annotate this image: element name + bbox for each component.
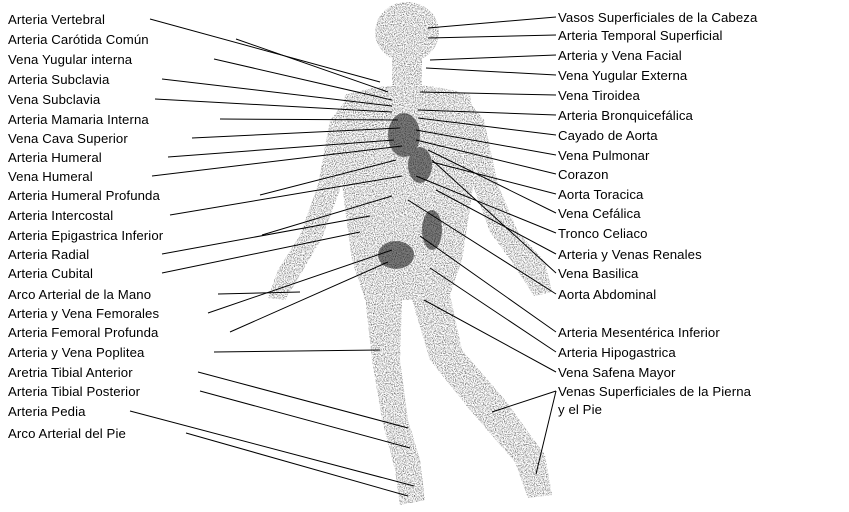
- label-vasos-superficiales-cabeza: Vasos Superficiales de la Cabeza: [558, 10, 757, 25]
- label-vena-pulmonar: Vena Pulmonar: [558, 148, 649, 163]
- label-arco-arterial-pie: Arco Arterial del Pie: [8, 426, 126, 441]
- label-cayado-aorta: Cayado de Aorta: [558, 128, 658, 143]
- label-arco-arterial-mano: Arco Arterial de la Mano: [8, 287, 151, 302]
- label-arteria-epigastrica-inferior: Arteria Epigastrica Inferior: [8, 228, 163, 243]
- leader-line: [162, 232, 360, 273]
- label-arteria-cubital: Arteria Cubital: [8, 266, 93, 281]
- label-vena-subclavia: Vena Subclavia: [8, 92, 100, 107]
- label-tronco-celiaco: Tronco Celiaco: [558, 226, 648, 241]
- label-arteria-bronquicefalica: Arteria Bronquicefálica: [558, 108, 693, 123]
- leader-line: [200, 391, 410, 448]
- label-corazon: Corazon: [558, 167, 609, 182]
- leader-line: [428, 35, 556, 38]
- label-vena-tiroidea: Vena Tiroidea: [558, 88, 640, 103]
- label-arteria-venas-renales: Arteria y Venas Renales: [558, 247, 702, 262]
- leader-line: [236, 39, 388, 92]
- leader-line: [214, 59, 392, 100]
- label-arteria-tibial-anterior: Aretria Tibial Anterior: [8, 365, 133, 380]
- label-vena-cefalica: Vena Cefálica: [558, 206, 641, 221]
- label-vena-basilica: Vena Basilica: [558, 266, 638, 281]
- leader-line: [430, 55, 556, 60]
- label-arteria-temporal-superficial: Arteria Temporal Superficial: [558, 28, 723, 43]
- leader-line: [162, 216, 370, 254]
- label-arteria-hipogastrica: Arteria Hipogastrica: [558, 345, 676, 360]
- label-arteria-humeral: Arteria Humeral: [8, 150, 102, 165]
- label-vena-cava-superior: Vena Cava Superior: [8, 131, 128, 146]
- label-arteria-vena-facial: Arteria y Vena Facial: [558, 48, 682, 63]
- label-vena-humeral: Vena Humeral: [8, 169, 93, 184]
- label-arteria-femoral-profunda: Arteria Femoral Profunda: [8, 325, 158, 340]
- label-arteria-radial: Arteria Radial: [8, 247, 89, 262]
- label-arteria-vena-femorales: Arteria y Vena Femorales: [8, 306, 159, 321]
- label-vena-safena-mayor: Vena Safena Mayor: [558, 365, 676, 380]
- label-arteria-pedia: Arteria Pedia: [8, 404, 86, 419]
- leader-line: [426, 68, 556, 75]
- label-arteria-vertebral: Arteria Vertebral: [8, 12, 105, 27]
- leader-line: [214, 350, 380, 352]
- label-vena-yugular-interna: Vena Yugular interna: [8, 52, 132, 67]
- label-arteria-subclavia: Arteria Subclavia: [8, 72, 109, 87]
- label-arteria-carotida-comun: Arteria Carótida Común: [8, 32, 149, 47]
- leader-line: [130, 411, 414, 486]
- label-arteria-mesenterica-inferior: Arteria Mesentérica Inferior: [558, 325, 720, 340]
- label-aorta-abdominal: Aorta Abdominal: [558, 287, 656, 302]
- label-aorta-toracica: Aorta Toracica: [558, 187, 643, 202]
- label-venas-superficiales-pierna: Venas Superficiales de la Pierna: [558, 384, 751, 399]
- leader-line: [150, 19, 380, 82]
- label-arteria-vena-poplitea: Arteria y Vena Poplitea: [8, 345, 144, 360]
- leader-line: [186, 433, 408, 496]
- label-vena-yugular-externa: Vena Yugular Externa: [558, 68, 687, 83]
- label-arteria-humeral-profunda: Arteria Humeral Profunda: [8, 188, 160, 203]
- leader-line: [428, 17, 556, 28]
- label-venas-superficiales-pierna-cont: y el Pie: [558, 402, 602, 417]
- label-arteria-intercostal: Arteria Intercostal: [8, 208, 113, 223]
- label-arteria-tibial-posterior: Arteria Tibial Posterior: [8, 384, 140, 399]
- label-arteria-mamaria-interna: Arteria Mamaria Interna: [8, 112, 149, 127]
